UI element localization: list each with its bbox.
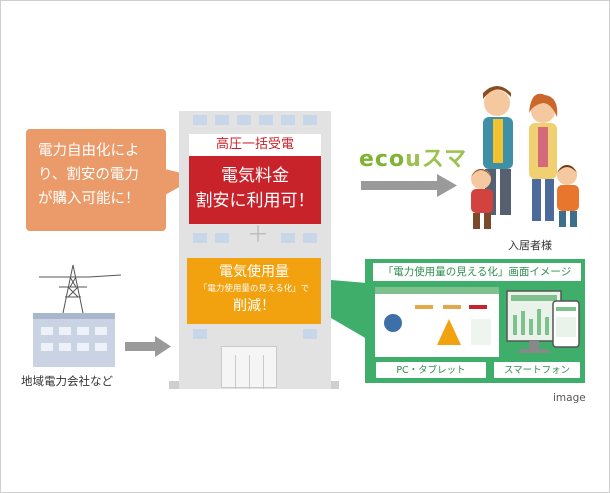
- building-window: [193, 329, 207, 339]
- mother-figure: [529, 93, 558, 221]
- building-window: [303, 233, 317, 243]
- power-company-label: 地域電力会社など: [21, 374, 113, 388]
- speech-line-2: り、割安の電力: [38, 167, 139, 183]
- pc-screen-mockup: [375, 287, 499, 357]
- door-line: [263, 355, 264, 389]
- power-station-icon: [33, 313, 115, 367]
- usage-reduction-text: 削減！: [233, 298, 275, 314]
- residents-label: 入居者様: [508, 239, 552, 252]
- device-mockups: [375, 287, 580, 357]
- girl-figure: [471, 169, 493, 229]
- monitor-icon: [506, 290, 562, 353]
- boy-figure: [557, 165, 579, 227]
- door-line: [235, 355, 236, 389]
- usage-reduction-box: 電気使用量 「電力使用量の見える化」で 削減！: [187, 258, 321, 324]
- building-window: [193, 233, 207, 243]
- eco-logo-text: eco: [359, 147, 406, 172]
- suma-logo-text: uスマ: [405, 147, 468, 172]
- speech-line-1: 電力自由化によ: [38, 143, 140, 159]
- speech-line-3: が購入可能に！: [38, 191, 140, 207]
- transmission-tower-icon: [39, 264, 122, 314]
- building-window: [237, 115, 251, 125]
- father-figure: [483, 86, 513, 215]
- usage-visualization-note: 「電力使用量の見える化」で: [198, 284, 310, 294]
- tower-to-building-arrow: [125, 336, 171, 357]
- building-window: [281, 233, 295, 243]
- door-line: [249, 355, 250, 389]
- building-window: [303, 115, 317, 125]
- visualization-panel-title: 「電力使用量の見える化」画面イメージ: [373, 263, 581, 281]
- eco-suma-logo: ecouスマ: [359, 141, 467, 173]
- building-window: [193, 115, 207, 125]
- electricity-rate-box: 電気料金 割安に利用可！: [189, 156, 321, 224]
- plus-sign: ＋: [247, 223, 270, 248]
- building-window: [303, 329, 317, 339]
- orange-to-panel-pointer: [319, 279, 367, 339]
- speech-bubble: 電力自由化によ り、割安の電力 が購入可能に！: [26, 129, 166, 231]
- electricity-rate-title: 電気料金: [221, 166, 289, 186]
- power-plant-illustration: [33, 264, 122, 367]
- usage-title: 電気使用量: [219, 264, 289, 280]
- building-entrance: [221, 346, 277, 389]
- electricity-rate-benefit: 割安に利用可！: [195, 191, 315, 211]
- pc-tablet-label: PC・タブレット: [375, 361, 487, 379]
- building-window: [259, 115, 273, 125]
- building-to-family-arrow: [361, 174, 457, 197]
- smartphone-icon: [552, 300, 580, 348]
- smartphone-label: スマートフォン: [493, 361, 581, 379]
- image-caption: image: [553, 392, 586, 404]
- bulk-power-receiving-label: 高圧一括受電: [189, 134, 321, 156]
- family-illustration: [471, 86, 579, 229]
- building-window: [281, 115, 295, 125]
- building-window: [215, 115, 229, 125]
- building-window: [215, 233, 229, 243]
